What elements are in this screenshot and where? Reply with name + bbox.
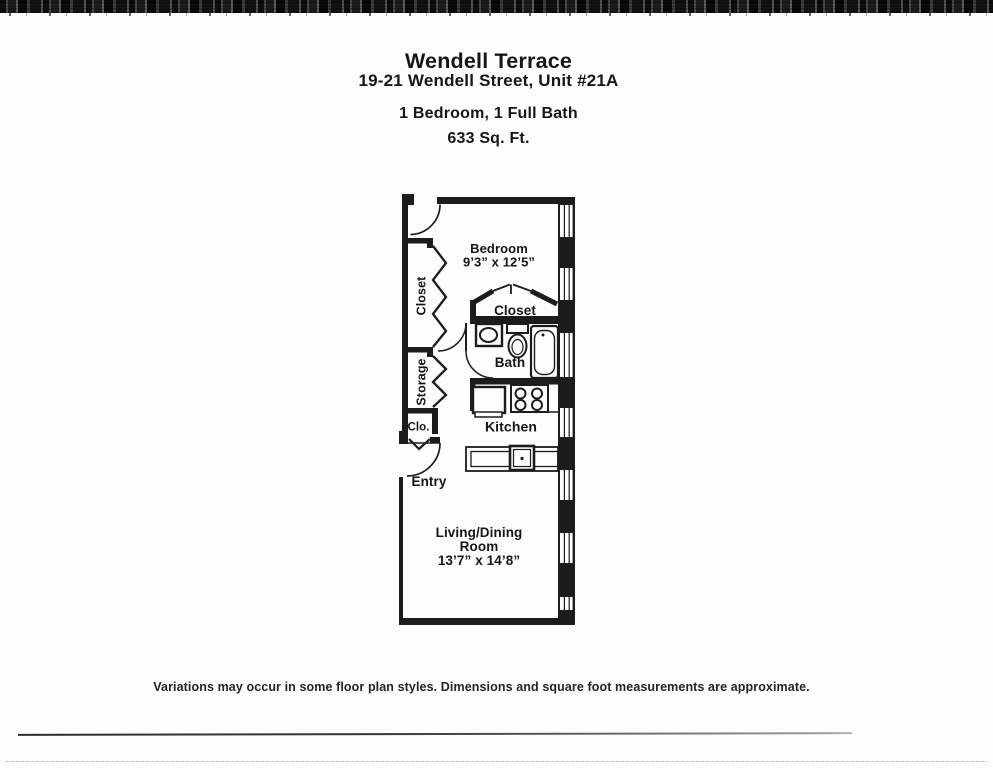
bathtub xyxy=(529,324,560,380)
disclaimer-text: Variations may occur in some floor plan … xyxy=(153,680,810,694)
label-clo: Clo. xyxy=(407,422,429,434)
storage-bifold xyxy=(431,355,448,408)
toilet xyxy=(506,323,529,359)
label-bedroom-closet: Closet xyxy=(494,303,536,318)
label-entry: Entry xyxy=(411,474,446,489)
label-living-line1: Living/Dining xyxy=(436,525,523,540)
bath-door-swing xyxy=(437,322,494,379)
window-glazing xyxy=(563,205,570,610)
stove xyxy=(510,384,558,413)
scan-line-artifact xyxy=(17,732,853,736)
kitchen-sink xyxy=(508,444,536,472)
hall-closet-bifold xyxy=(431,245,448,348)
label-living-dims: 13’7” x 14’8” xyxy=(438,553,520,568)
floor-plan: Bedroom 9’3” x 12’5” Closet Bath Kitchen… xyxy=(399,194,575,625)
entry-door-swing xyxy=(406,442,441,477)
window-wall xyxy=(558,197,575,625)
page-address: 19-21 Wendell Street, Unit #21A xyxy=(358,71,619,90)
label-living-line2: Room xyxy=(460,539,499,554)
refrigerator xyxy=(471,385,507,418)
label-hall-closet: Closet xyxy=(414,276,428,316)
bathroom-sink xyxy=(474,322,504,348)
clo-bifold xyxy=(408,438,431,451)
label-bath: Bath xyxy=(495,355,525,370)
scan-line-artifact-faint xyxy=(6,761,988,762)
unit-features: 1 Bedroom, 1 Full Bath xyxy=(399,105,578,122)
exterior-walls xyxy=(399,194,575,625)
unit-area: 633 Sq. Ft. xyxy=(447,130,530,147)
page-title: Wendell Terrace xyxy=(404,49,573,73)
label-kitchen: Kitchen xyxy=(485,419,537,435)
scan-artifact-top xyxy=(0,0,993,16)
bedroom-door-swing xyxy=(410,204,441,236)
bedroom-closet-doors xyxy=(469,283,559,307)
label-bedroom: Bedroom xyxy=(470,241,528,256)
label-bedroom-dims: 9’3” x 12’5” xyxy=(463,255,535,270)
label-storage: Storage xyxy=(414,358,428,405)
